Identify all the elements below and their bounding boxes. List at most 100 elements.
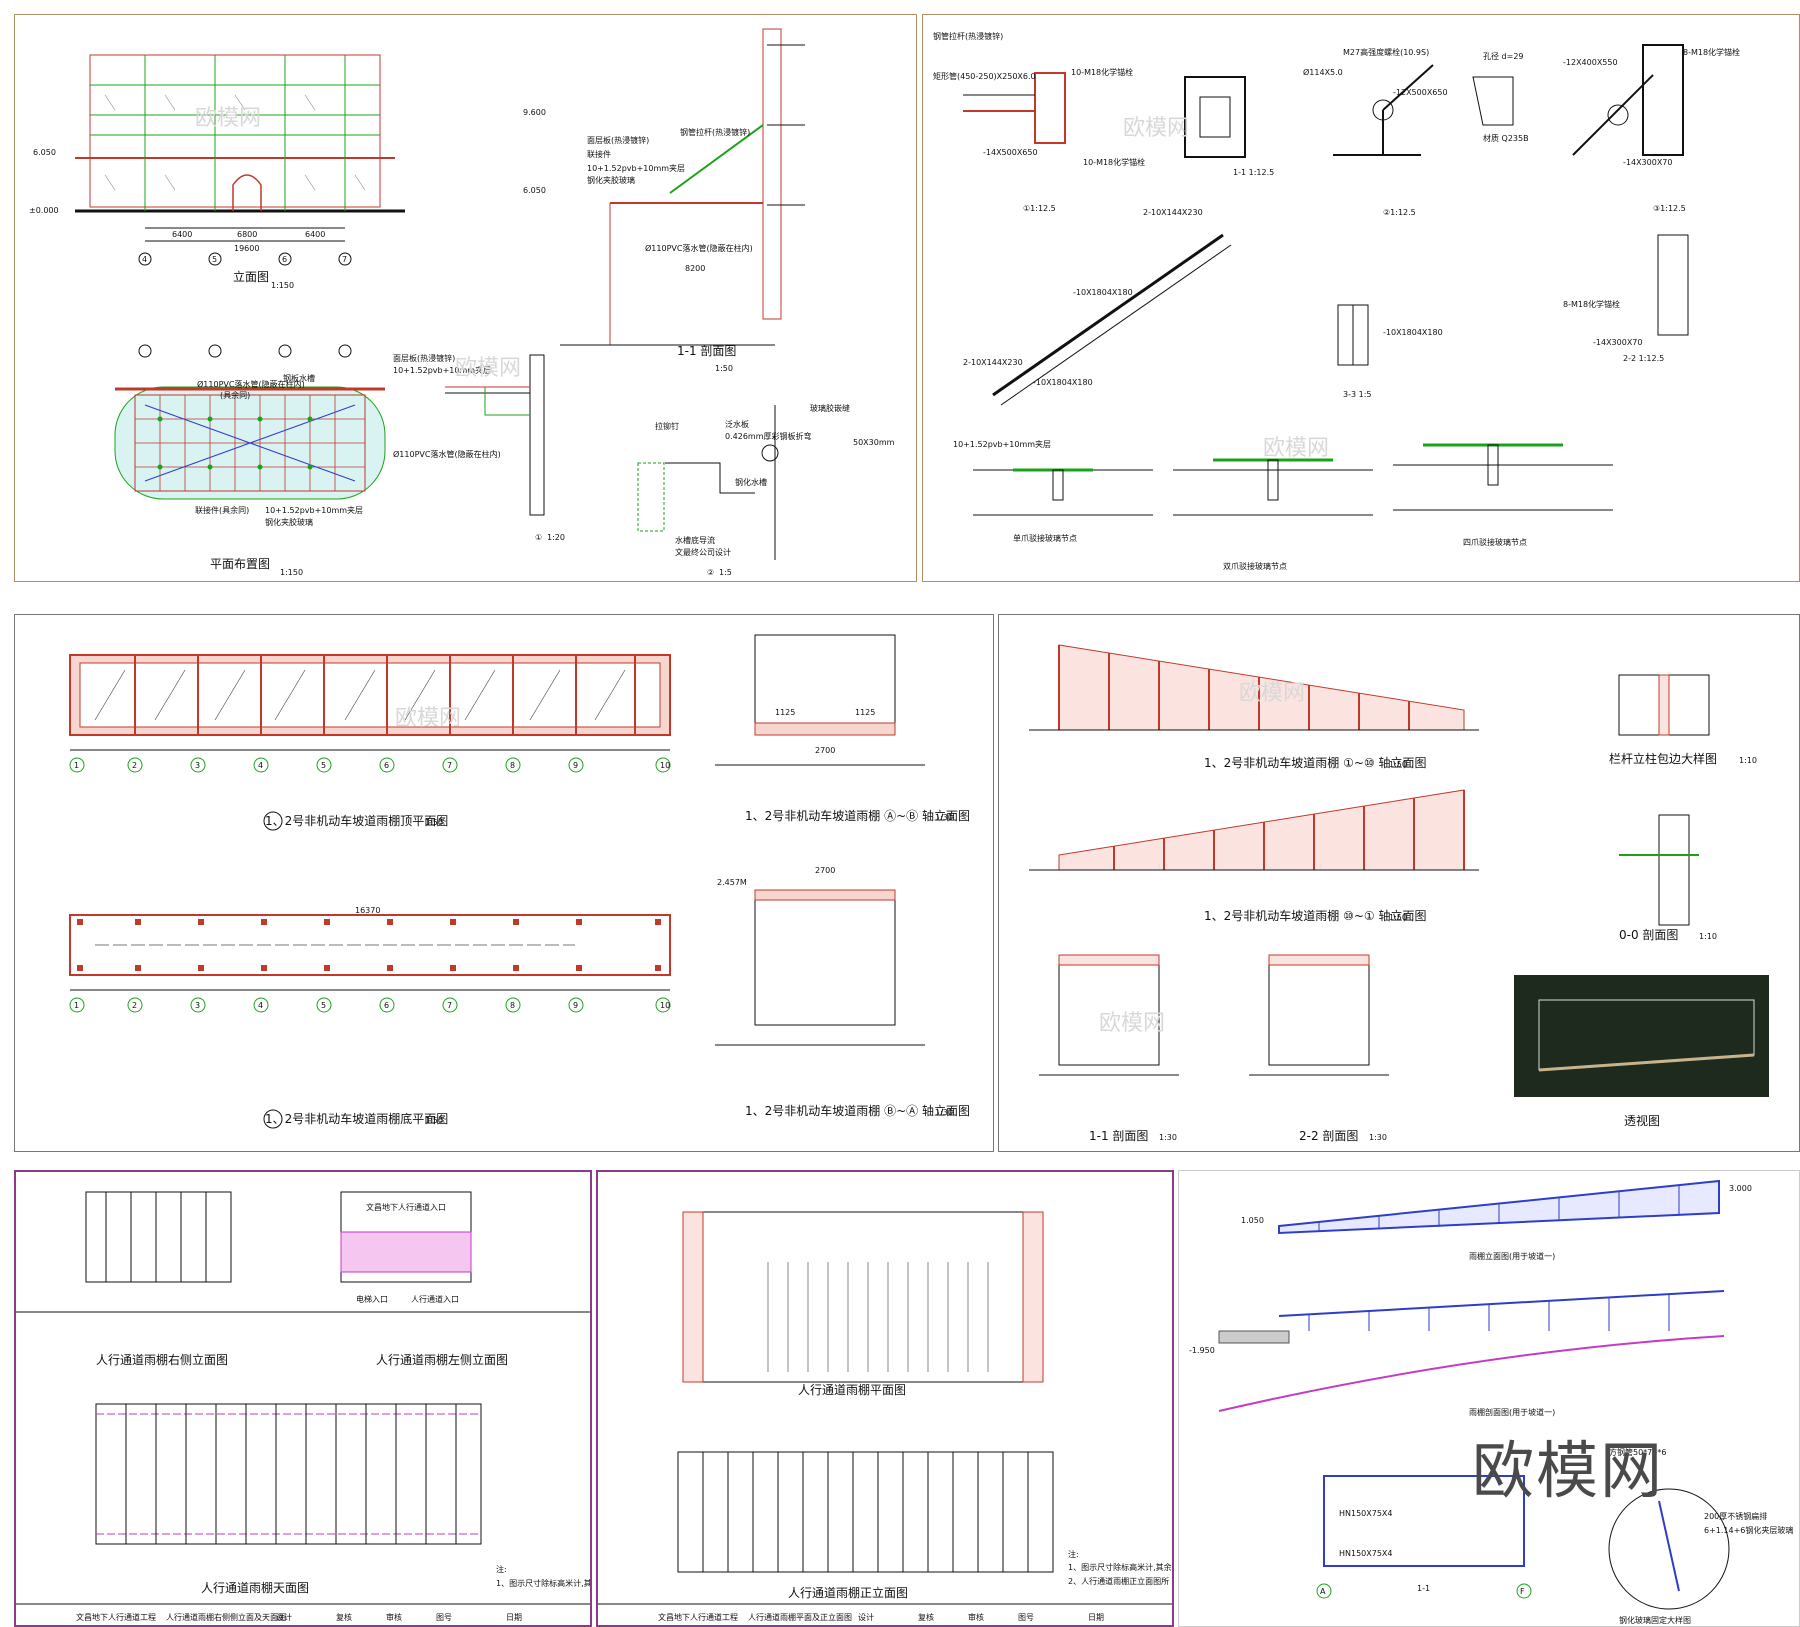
- roof-plan-scale: 1:50: [425, 818, 443, 827]
- ramp-canopy-section: 雨棚剖面图(用于坡道一) -1.950: [1189, 1290, 1725, 1417]
- axis-label: 8: [510, 761, 515, 770]
- tb-col-design-p5: 设计: [276, 1612, 292, 1622]
- tb-col-dwgno-p5: 图号: [436, 1613, 452, 1622]
- p2-note-11: 8-M18化学锚栓: [1683, 47, 1740, 57]
- post-detail-title: 栏杆立柱包边大样图: [1609, 751, 1717, 766]
- panel-bike-ramp-elevations: 1、2号非机动车坡道雨棚 ①~⑩ 轴立面图 1:50 1、2号非机动车坡道雨棚 …: [998, 614, 1800, 1152]
- canopy-roof-plan: 人行通道雨棚天面图 注: 1、图示尺寸除标高米计,其余: [95, 1403, 590, 1595]
- section-2-2-scale: 1:30: [1369, 1133, 1387, 1142]
- detail1-label: ①: [535, 533, 542, 542]
- panel7-drawing: 雨棚立面图(用于坡道一) 1.050 3.000 雨棚剖面图(用于坡道一) -1…: [1189, 1179, 1793, 1625]
- glass-fixing-detail: 方钢管50*75*6 200厚不锈钢扁排 6+1.14+6钢化夹层玻璃 钢化玻璃…: [1608, 1447, 1793, 1625]
- axis-label: 2: [132, 761, 137, 770]
- p7-sec-title: 1-1: [1417, 1584, 1430, 1593]
- right-side-elevation: 人行通道雨棚右侧立面图: [16, 1191, 590, 1367]
- p7-note-1: 200厚不锈钢扁排: [1704, 1511, 1767, 1521]
- p2-scale-2: ②1:12.5: [1383, 208, 1416, 217]
- axis-label: 1: [74, 1001, 79, 1010]
- p7-note-4: HN150X75X4: [1339, 1549, 1393, 1558]
- glass-detail-title: 钢化玻璃固定大样图: [1619, 1615, 1691, 1625]
- axis-bubble: [379, 997, 395, 1013]
- section-title: 1-1 剖面图: [677, 344, 736, 358]
- axis-label: 6: [384, 1001, 389, 1010]
- detail1-note-1: 10+1.52pvb+10mm夹层: [393, 365, 491, 375]
- axis-bubble: [316, 997, 332, 1013]
- axis-bubble: [190, 997, 206, 1013]
- elev-dim-2: 6800: [237, 230, 257, 239]
- p2-scale-3: ③1:12.5: [1653, 204, 1686, 213]
- detail1-scale: 1:20: [547, 533, 565, 542]
- section-1-1-small: 1-1 剖面图 1:30: [1039, 954, 1179, 1143]
- axis-bubble: [127, 757, 143, 773]
- elev-dim-3: 6400: [305, 230, 325, 239]
- detail-post: 栏杆立柱包边大样图 1:10: [1609, 674, 1757, 766]
- ramp-elev-2-title: 1、2号非机动车坡道雨棚 ⑩~① 轴立面图: [1204, 908, 1426, 923]
- elevation-b-a: 2.457M 2700 1、2号非机动车坡道雨棚 Ⓑ~Ⓐ 轴立面图 1:30: [715, 866, 970, 1118]
- plan-scale: 1:150: [280, 568, 303, 577]
- tb-col-date-p5: 日期: [506, 1613, 522, 1622]
- elev-ba-scale: 1:30: [935, 1108, 953, 1117]
- axis-label: 2: [132, 1001, 137, 1010]
- watermark-7: 欧模网: [1099, 1011, 1165, 1036]
- detail2-note-3: 钢化水槽: [735, 477, 767, 487]
- axis-label: 6: [384, 761, 389, 770]
- tb-col-check-p6: 复核: [918, 1612, 934, 1622]
- axis-bubble: [190, 757, 206, 773]
- detail2-note-0: 拉铆钉: [655, 421, 679, 431]
- elev-ab-scale: 1:30: [935, 813, 953, 822]
- p7-axis-f: F: [1520, 1587, 1525, 1596]
- ramp-elev-1-title: 1、2号非机动车坡道雨棚 ①~⑩ 轴立面图: [1204, 755, 1426, 770]
- p2-note-17: -10X1804X180: [1383, 328, 1443, 337]
- elev-ab-sub2: 1125: [855, 708, 875, 717]
- elev-dim-total: 19600: [234, 244, 259, 253]
- tb-col-design-p6: 设计: [858, 1612, 874, 1622]
- elevation-a-b: 2700 1125 1125 1、2号非机动车坡道雨棚 Ⓐ~Ⓑ 轴立面图 1:3…: [715, 634, 970, 823]
- axis-bubble: [568, 757, 584, 773]
- panel1-drawing: 6400 6800 6400 19600 4 5 6 7 6.050 ±0.00…: [29, 28, 895, 577]
- section-note-3: 10+1.52pvb+10mm夹层: [587, 163, 685, 173]
- p7-note-3: HN150X75X4: [1339, 1509, 1393, 1518]
- axis-bubble: [253, 997, 269, 1013]
- note-head-p6: 注:: [1068, 1549, 1079, 1559]
- plan-note-0: Ø110PVC落水管(隐蔽在柱内): [197, 379, 305, 389]
- title-block-p6: 文昌地下人行通道工程 人行通道雨棚平面及正立面图 设计 复核 审核 图号 日期: [598, 1603, 1172, 1622]
- ramp-lvl-1: 1.050: [1241, 1216, 1264, 1225]
- axis-bubble: [568, 997, 584, 1013]
- axis-bubble: [379, 757, 395, 773]
- node-detail-1: 矩形管(450-250)X250X6.0 10-M18化学锚栓 10-M18化学…: [933, 31, 1274, 213]
- p2-note-19: -14X300X70: [1593, 338, 1642, 347]
- p7-axis-a: A: [1320, 1587, 1326, 1596]
- tb-proj-p6: 文昌地下人行通道工程: [658, 1612, 738, 1622]
- p7-note-2: 6+1.14+6钢化夹层玻璃: [1704, 1525, 1793, 1535]
- section-note-2: 联接件: [587, 149, 611, 159]
- axis-bubble: [655, 997, 671, 1013]
- p2-note-10: -12X400X550: [1563, 58, 1618, 67]
- tb-dname-p6: 人行通道雨棚平面及正立面图: [748, 1612, 852, 1622]
- axis-bubble: [505, 757, 521, 773]
- p2-node-2: 双爪驳接玻璃节点: [1223, 561, 1287, 571]
- p2-note-13: 2-10X144X230: [1143, 208, 1203, 217]
- p2-note-18: 8-M18化学锚栓: [1563, 299, 1620, 309]
- ramp-lvl-0: 3.000: [1729, 1184, 1752, 1193]
- p7-note-0: 方钢管50*75*6: [1609, 1447, 1666, 1457]
- floor-plan-scale: 1:50: [425, 1116, 443, 1125]
- p2-node-1: 单爪驳接玻璃节点: [1013, 533, 1077, 543]
- plan-note-5: 钢化夹胶玻璃: [265, 517, 313, 527]
- floor-plan: 1、2号非机动车坡道雨棚底平面图 1:50 16370: [69, 906, 671, 1129]
- p2-note-16: -10X1804X180: [1033, 378, 1093, 387]
- glass-nodes: 10+1.52pvb+10mm夹层 单爪驳接玻璃节点 双爪驳接玻璃节点 四爪驳接…: [953, 439, 1613, 571]
- section-span: 8200: [685, 264, 705, 273]
- p2-node-3: 四爪驳接玻璃节点: [1463, 537, 1527, 547]
- ramp-canopy-elevation: 雨棚立面图(用于坡道一) 1.050 3.000: [1241, 1179, 1752, 1261]
- detail2-note-7: 50X30mm: [853, 438, 895, 447]
- p2-note-2: 10-M18化学锚栓: [1071, 67, 1133, 77]
- axis-label: 10: [660, 761, 670, 770]
- axis-bubble: [505, 997, 521, 1013]
- p2-note-9: 材质 Q235B: [1483, 133, 1529, 143]
- axis-label: 4: [258, 761, 263, 770]
- right-elev-title: 人行通道雨棚右侧立面图: [96, 1352, 228, 1367]
- panel-pedestrian-canopy-plan: 人行通道雨棚平面图 人行通道雨棚正立面图 注: 1、图示尺寸除标高米计,其余 2…: [596, 1170, 1174, 1627]
- front-elev-title: 人行通道雨棚正立面图: [788, 1585, 908, 1600]
- section-2-2-title: 2-2 剖面图: [1299, 1129, 1358, 1143]
- section-1-1: 9.600 6.050 面层板(热浸镀锌) 联接件 10+1.52pvb+10m…: [523, 28, 805, 373]
